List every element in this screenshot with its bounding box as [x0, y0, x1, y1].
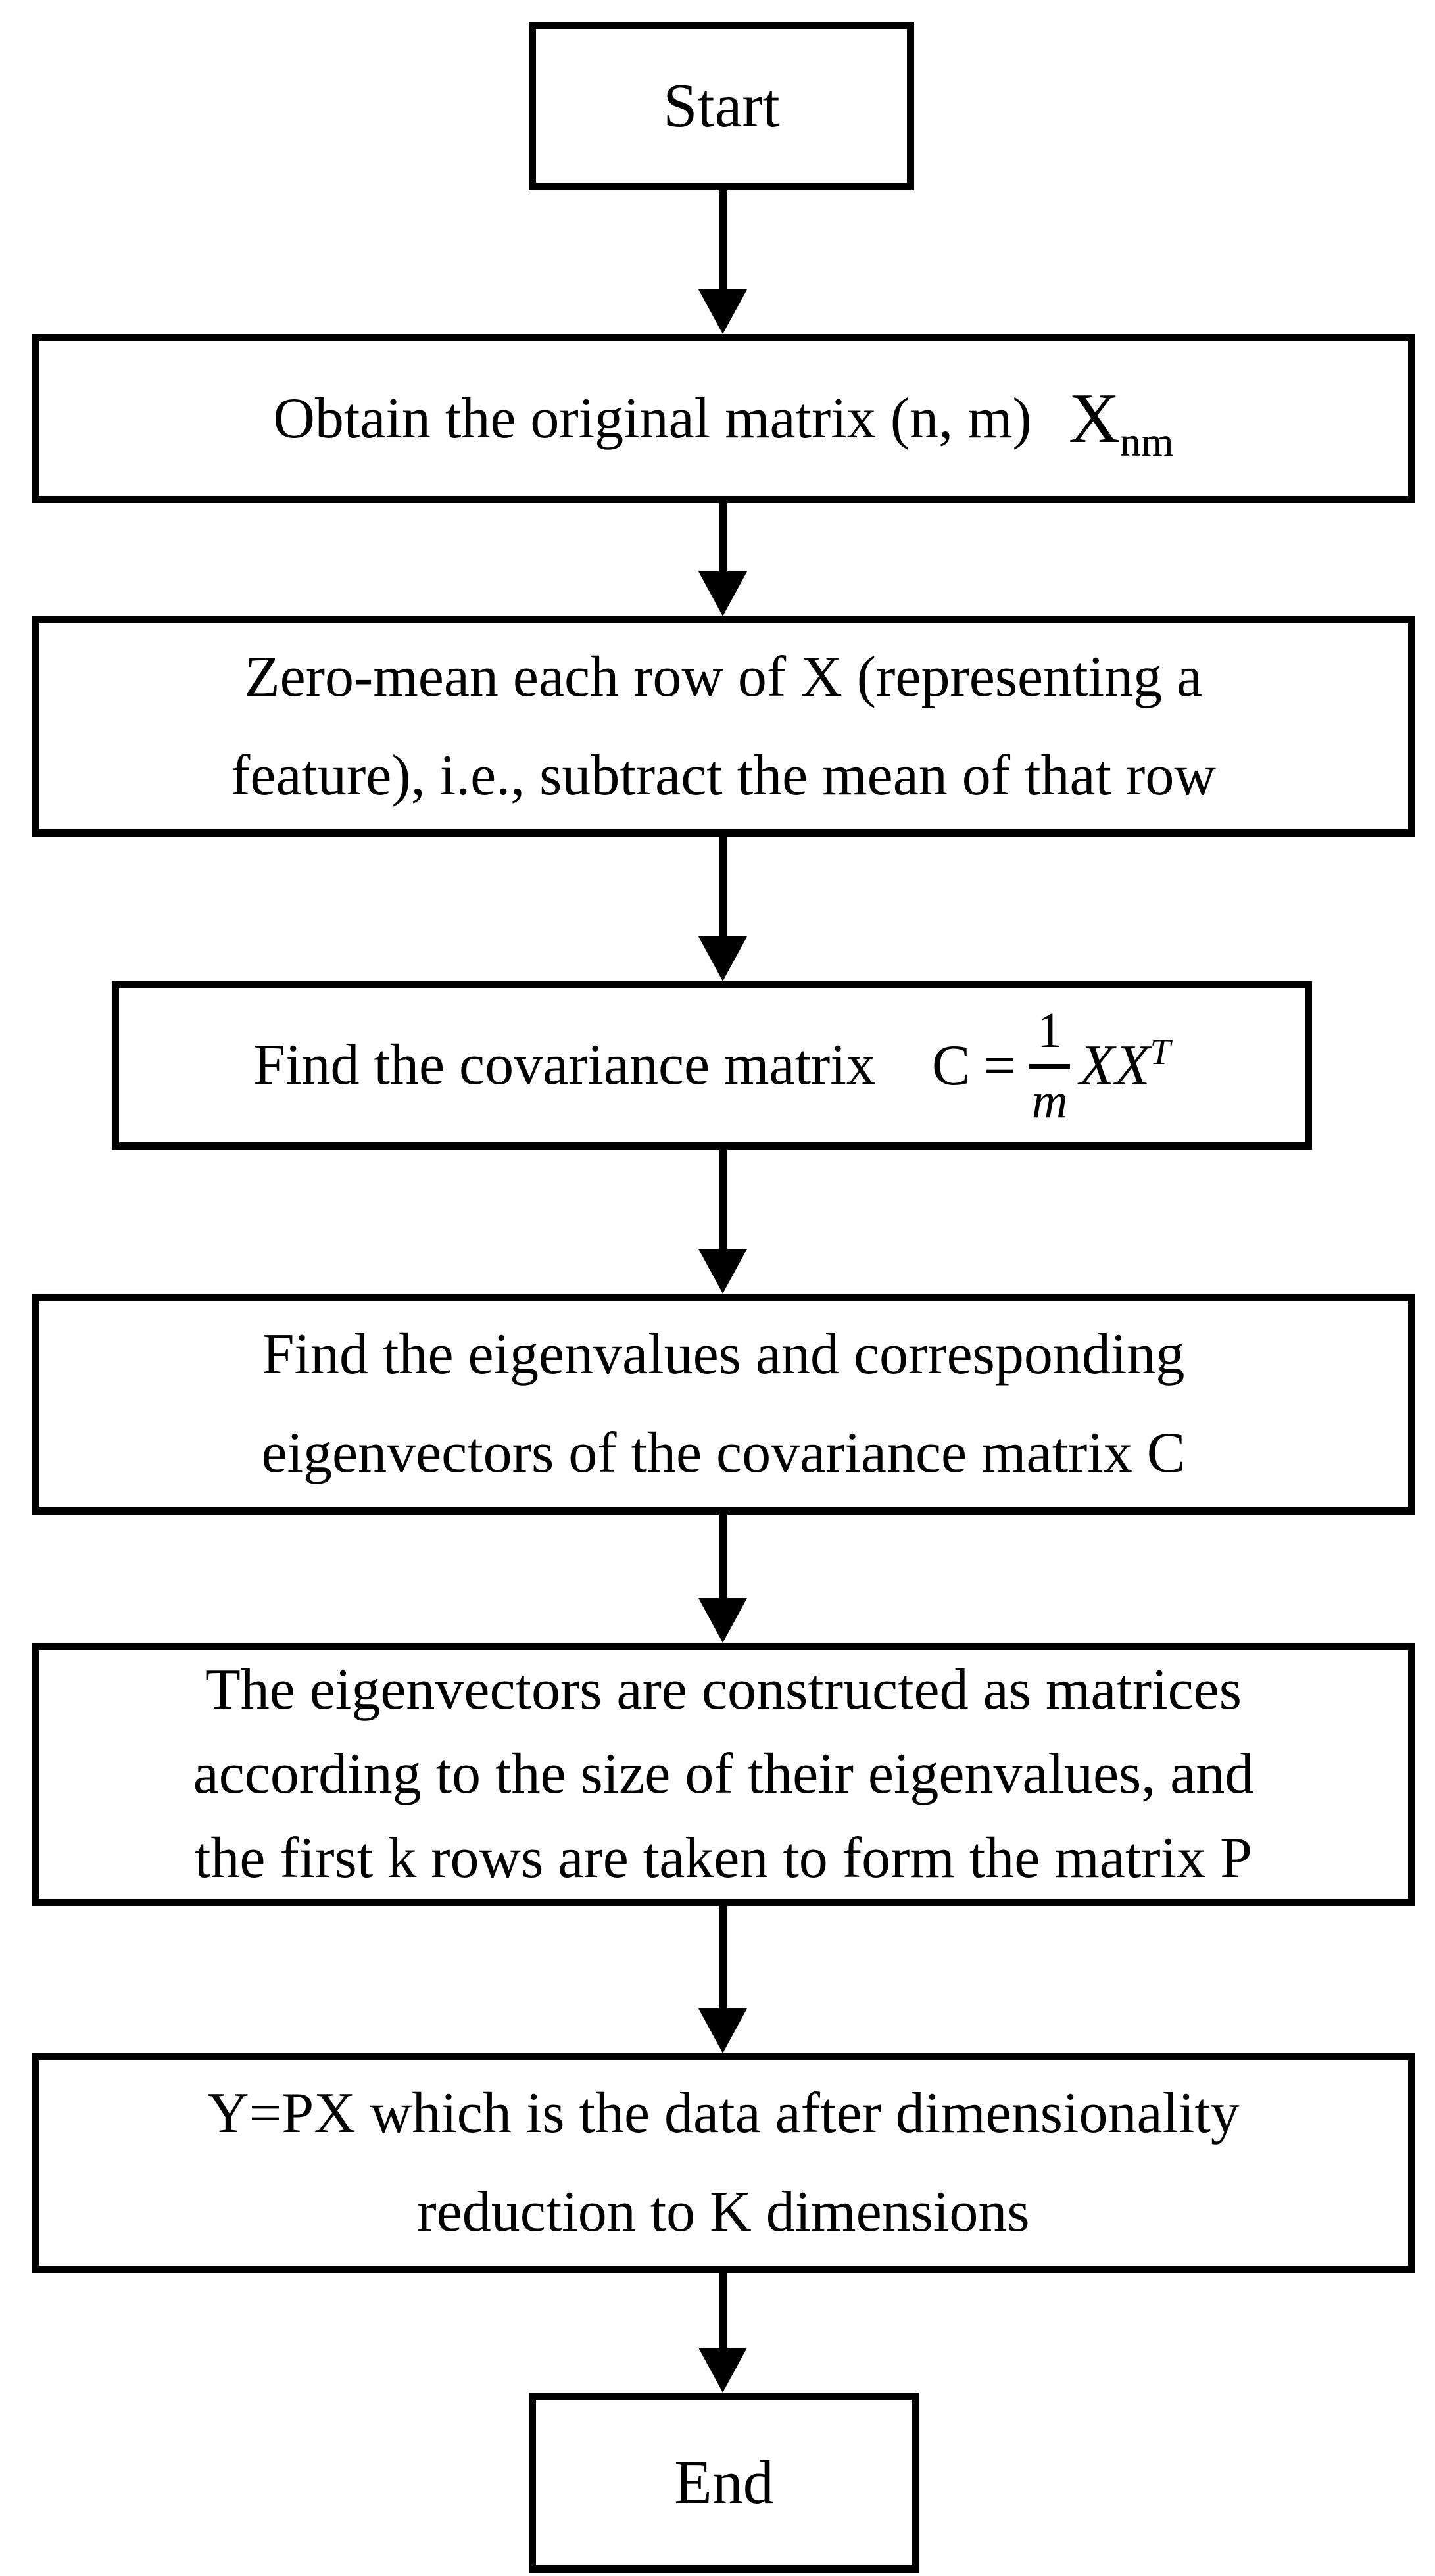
node-start: Start [529, 22, 914, 190]
formula-fraction-denominator: m [1031, 1073, 1068, 1129]
node-zero-mean-line-2: feature), i.e., subtract the mean of tha… [231, 743, 1216, 808]
arrow-reduce-to-end [698, 2273, 747, 2393]
node-eigenvalues-line-1: Find the eigenvalues and corresponding [262, 1323, 1185, 1386]
arrow-eigen-to-construct [698, 1515, 747, 1643]
arrow-shaft [718, 190, 727, 289]
node-dimensionality-reduction: Y=PX which is the data after dimensional… [32, 2053, 1415, 2273]
arrow-shaft [718, 503, 727, 571]
arrow-shaft [718, 1906, 727, 2008]
arrow-head-icon [698, 2008, 747, 2053]
formula-fraction-numerator: 1 [1029, 1002, 1071, 1069]
arrow-head-icon [698, 571, 747, 616]
node-covariance-label: Find the covariance matrix [253, 1033, 875, 1097]
formula-term: XXT [1079, 1031, 1171, 1099]
arrow-head-icon [698, 289, 747, 334]
formula-equals: = [983, 1033, 1017, 1098]
arrow-head-icon [698, 1249, 747, 1294]
formula-term-superscript: T [1150, 1031, 1171, 1073]
covariance-formula: C = 1 m XXT [932, 1002, 1171, 1129]
arrow-shaft [718, 1515, 727, 1598]
node-construct-line-2: according to the size of their eigenvalu… [193, 1742, 1254, 1806]
arrow-shaft [718, 837, 727, 936]
node-reduce-line-1: Y=PX which is the data after dimensional… [207, 2081, 1240, 2145]
arrow-shaft [718, 2273, 727, 2348]
arrow-zeromean-to-covariance [698, 837, 747, 981]
arrow-shaft [718, 1150, 727, 1249]
arrow-head-icon [698, 936, 747, 981]
arrow-obtain-to-zeromean [698, 503, 747, 616]
node-construct-matrix-p: The eigenvectors are constructed as matr… [32, 1643, 1415, 1906]
matrix-symbol: Xnm [1068, 378, 1174, 466]
node-zero-mean-line-1: Zero-mean each row of X (representing a [244, 644, 1203, 709]
node-reduce-line-2: reduction to K dimensions [417, 2180, 1030, 2244]
formula-lhs: C [931, 1033, 971, 1098]
node-obtain-label: Obtain the original matrix (n, m) [273, 386, 1032, 450]
arrow-covariance-to-eigen [698, 1150, 747, 1294]
formula-fraction: 1 m [1029, 1002, 1071, 1129]
node-obtain-matrix: Obtain the original matrix (n, m) Xnm [32, 334, 1415, 503]
arrow-head-icon [698, 1598, 747, 1643]
arrow-head-icon [698, 2348, 747, 2393]
arrow-start-to-obtain [698, 190, 747, 334]
node-covariance-content: Find the covariance matrix C = 1 m XXT [253, 1002, 1171, 1129]
node-construct-line-1: The eigenvectors are constructed as matr… [205, 1658, 1242, 1722]
node-covariance: Find the covariance matrix C = 1 m XXT [112, 981, 1312, 1150]
node-end: End [529, 2393, 919, 2573]
matrix-symbol-subscript: nm [1119, 418, 1174, 466]
formula-term-base: XX [1079, 1033, 1150, 1098]
node-eigenvalues: Find the eigenvalues and corresponding e… [32, 1294, 1415, 1515]
arrow-construct-to-reduce [698, 1906, 747, 2053]
matrix-symbol-x: X [1068, 379, 1120, 458]
node-construct-line-3: the first k rows are taken to form the m… [194, 1826, 1253, 1890]
node-eigenvalues-line-2: eigenvectors of the covariance matrix C [261, 1421, 1186, 1485]
node-end-label: End [674, 2448, 774, 2517]
node-start-label: Start [663, 72, 780, 140]
node-obtain-content: Obtain the original matrix (n, m) Xnm [273, 370, 1173, 468]
node-zero-mean: Zero-mean each row of X (representing a … [32, 616, 1415, 837]
